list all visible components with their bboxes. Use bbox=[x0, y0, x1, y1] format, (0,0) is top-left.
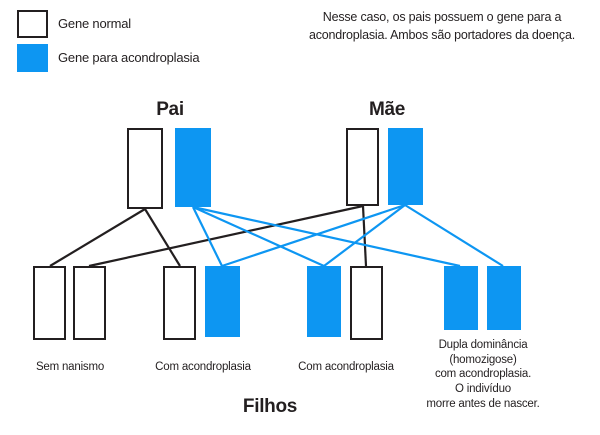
child-4-label: Dupla dominância (homozigose) com acondr… bbox=[419, 338, 547, 412]
child-3-allele-right bbox=[350, 266, 383, 340]
child-4-allele-right bbox=[487, 266, 521, 330]
child-1-label: Sem nanismo bbox=[35, 361, 105, 373]
child-4-label-line-4: O indivíduo bbox=[455, 383, 511, 396]
father-acondroplasia-allele-lines bbox=[192, 205, 461, 268]
mother-title: Mãe bbox=[368, 99, 406, 120]
father-normal-allele-lines bbox=[49, 208, 181, 267]
legend-label-gene-normal: Gene normal bbox=[58, 16, 131, 31]
explanatory-caption: Nesse caso, os pais possuem o gene para … bbox=[309, 10, 575, 43]
father-title: Pai bbox=[156, 99, 184, 120]
child-4-label-line-5: morre antes de nascer. bbox=[426, 397, 540, 410]
father-allele-normal bbox=[127, 128, 163, 209]
child-2-allele-right bbox=[205, 266, 240, 337]
mother-allele-acondroplasia bbox=[388, 128, 423, 205]
child-3-label: Com acondroplasia bbox=[298, 361, 394, 373]
child-4-label-line-1: Dupla dominância bbox=[438, 339, 528, 351]
child-1-allele-right bbox=[73, 266, 106, 340]
mother-normal-allele-lines bbox=[88, 204, 368, 268]
child-1-allele-left bbox=[33, 266, 66, 340]
father-allele-acondroplasia bbox=[175, 128, 211, 207]
blue-square-icon bbox=[17, 44, 48, 72]
legend-label-gene-acondroplasia: Gene para acondroplasia bbox=[58, 50, 200, 65]
child-2-allele-left bbox=[163, 266, 196, 340]
children-title: Filhos bbox=[242, 396, 298, 417]
white-square-icon bbox=[17, 10, 48, 38]
mother-acondroplasia-allele-lines bbox=[221, 203, 504, 268]
mother-allele-normal bbox=[346, 128, 379, 206]
child-2-label: Com acondroplasia bbox=[155, 361, 251, 373]
child-4-allele-left bbox=[444, 266, 478, 330]
child-3-allele-left bbox=[307, 266, 341, 337]
child-4-label-line-3: com acondroplasia. bbox=[434, 368, 532, 381]
child-4-label-line-2: (homozigose) bbox=[449, 353, 517, 366]
